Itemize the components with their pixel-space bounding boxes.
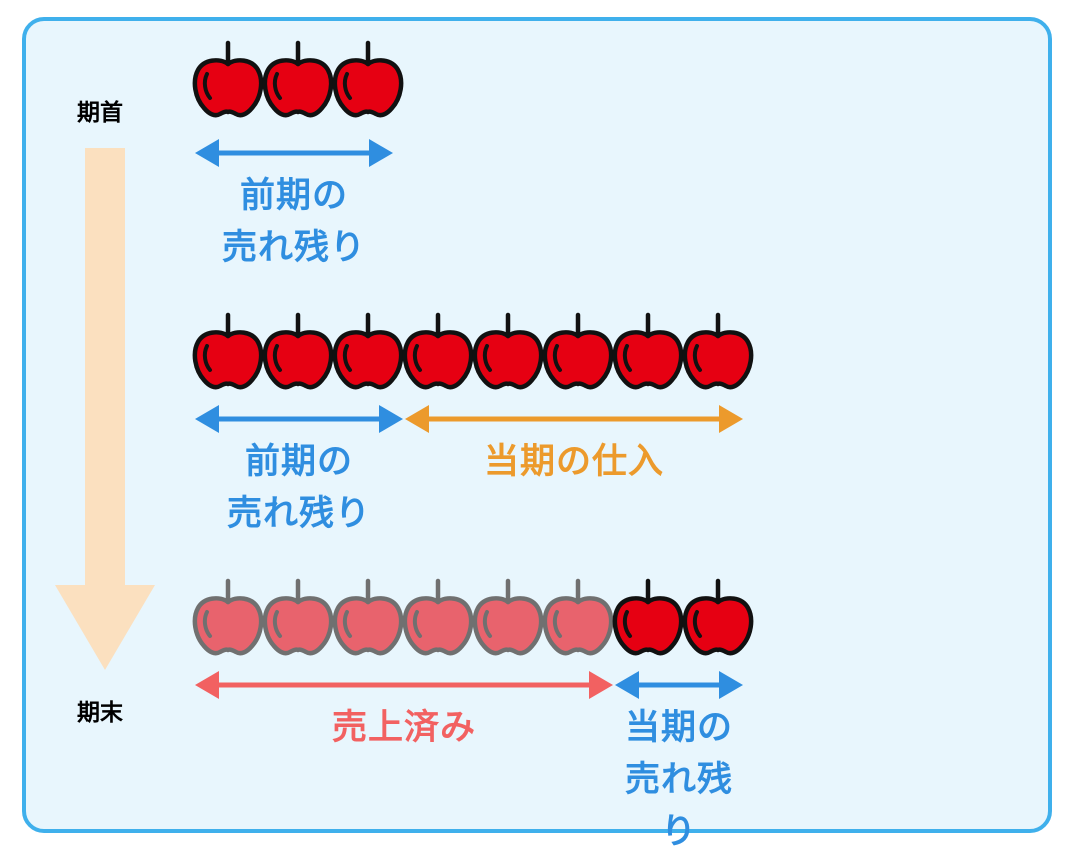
diagram-panel <box>22 17 1052 833</box>
sold-apple-icon <box>192 578 264 656</box>
segment-label: 前期の 売れ残り <box>226 442 371 534</box>
sold-apple-icon <box>542 578 614 656</box>
sold-apple-icon <box>332 578 404 656</box>
segment-label: 売上済み <box>331 708 476 748</box>
apple-icon <box>192 40 264 118</box>
apple-icon <box>472 312 544 390</box>
apple-icon <box>542 312 614 390</box>
sold-apple-icon <box>262 578 334 656</box>
apple-icon <box>612 312 684 390</box>
segment-arrow <box>195 671 613 699</box>
segment-label: 前期の 売れ残り <box>221 176 366 268</box>
period-end-label: 期末 <box>77 700 123 726</box>
apple-icon <box>682 312 754 390</box>
apple-icon <box>402 312 474 390</box>
time-arrow <box>55 148 155 670</box>
sold-apple-icon <box>402 578 474 656</box>
segment-arrow <box>195 139 393 167</box>
period-start-label: 期首 <box>77 100 123 126</box>
apple-icon <box>192 312 264 390</box>
apple-icon <box>612 578 684 656</box>
apple-icon <box>332 312 404 390</box>
segment-arrow <box>615 671 743 699</box>
apple-icon <box>682 578 754 656</box>
sold-apple-icon <box>472 578 544 656</box>
segment-arrow <box>405 405 743 433</box>
segment-label: 当期の 売れ残り <box>624 708 733 852</box>
segment-label: 当期の仕入 <box>483 442 664 482</box>
apple-icon <box>262 312 334 390</box>
segment-arrow <box>195 405 403 433</box>
apple-icon <box>262 40 334 118</box>
apple-icon <box>332 40 404 118</box>
